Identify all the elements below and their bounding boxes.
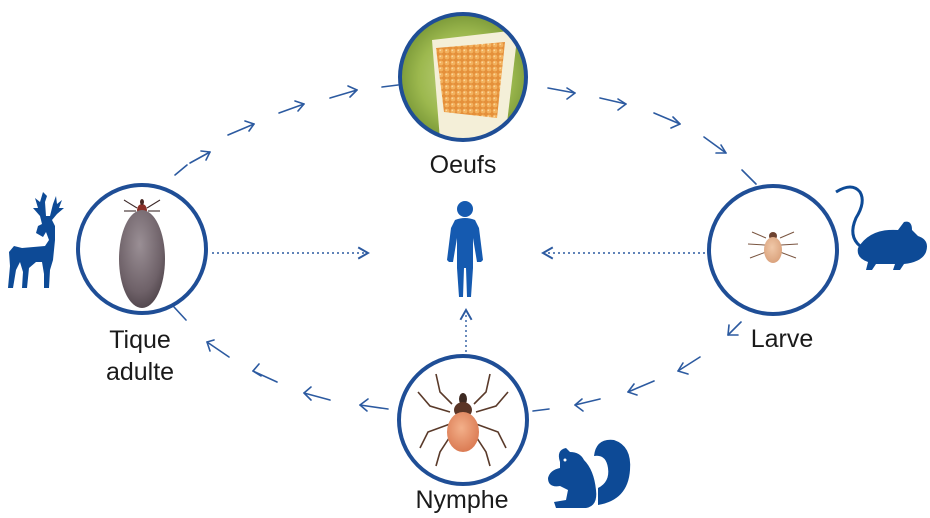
arrow-larva-to-nymph-1 <box>728 322 741 335</box>
mouse-icon <box>836 187 927 270</box>
arrow-nymph-to-adult-4 <box>207 340 229 357</box>
arrow-eggs-to-larva-3 <box>654 113 680 128</box>
arrow-nymph-to-adult-3 <box>253 364 277 382</box>
eggs-photo <box>395 10 535 145</box>
arrow-adult-to-eggs-3 <box>279 101 304 113</box>
arrow-eggs-to-larva-1 <box>548 88 575 99</box>
arc-segment <box>382 85 398 87</box>
adult-label-line1: Tique <box>109 326 171 354</box>
arrow-larva-to-nymph-3 <box>628 381 654 395</box>
arc-segment <box>742 170 756 184</box>
larva-label: Larve <box>751 325 814 353</box>
deer-icon <box>8 192 64 288</box>
squirrel-icon <box>548 440 630 508</box>
arrow-larva-to-nymph-2 <box>678 357 700 374</box>
nymph-label: Nymphe <box>415 486 508 514</box>
stage-nymph: Nymphe <box>399 356 527 514</box>
arrow-larva-to-nymph-4 <box>575 399 600 411</box>
stage-eggs: Oeufs <box>395 10 535 179</box>
arrow-adult-to-eggs-4 <box>330 86 357 98</box>
arrow-nymph-to-adult-1 <box>360 399 388 411</box>
arc-segment <box>533 409 549 411</box>
arrow-eggs-to-larva-4 <box>704 137 726 153</box>
stage-adult: Tique adulte <box>78 185 206 386</box>
arrow-adult-to-eggs-2 <box>228 121 254 135</box>
arrow-nymph-to-adult-2 <box>304 387 330 400</box>
arc-segment <box>174 307 186 320</box>
eggs-label: Oeufs <box>430 151 497 179</box>
arrow-eggs-to-larva-2 <box>600 98 626 110</box>
human-icon <box>447 201 483 297</box>
adult-label-line2: adulte <box>106 358 174 386</box>
arrow-adult-to-eggs-1 <box>190 151 210 163</box>
arc-segment <box>175 165 187 175</box>
